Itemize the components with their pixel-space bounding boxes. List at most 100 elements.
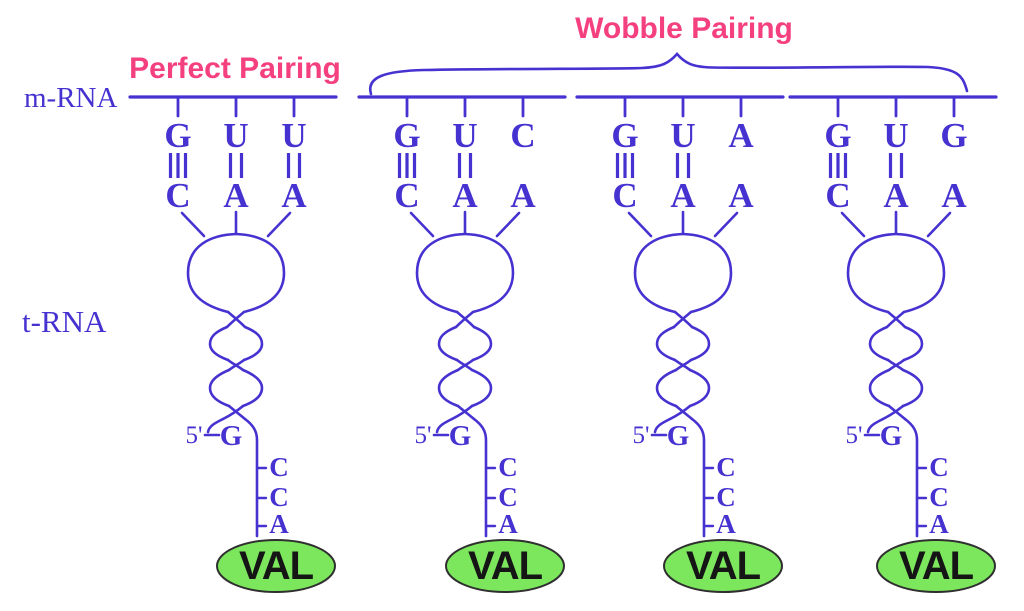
- trna-strand: [227, 358, 246, 372]
- trna-strand: [668, 404, 692, 421]
- acceptor-strand: [243, 417, 259, 538]
- amino-acid-label: VAL: [686, 544, 761, 588]
- triple-bond-icon: [412, 153, 417, 178]
- double-bond-icon: [686, 153, 691, 178]
- trna-strand: [901, 368, 924, 408]
- trna-strand: [225, 310, 246, 329]
- anticodon-base: C: [612, 176, 637, 215]
- trna-strand: [242, 325, 264, 362]
- codon-base: G: [611, 116, 638, 155]
- trna-strand: [437, 368, 460, 408]
- triple-bond-icon: [168, 153, 173, 178]
- five-prime-label: 5': [414, 422, 431, 449]
- anticodon-connector: [266, 211, 292, 238]
- trna-strand: [846, 232, 898, 314]
- codon-base: U: [281, 116, 306, 155]
- wobble-pairing-title: Wobble Pairing: [575, 12, 793, 45]
- triple-bond-icon: [615, 153, 620, 178]
- five-prime-label: 5': [632, 422, 649, 449]
- trna-strand: [881, 404, 905, 421]
- double-bond-icon: [899, 153, 904, 178]
- codon-base: U: [670, 116, 695, 155]
- anticodon-base: A: [670, 176, 696, 215]
- acceptor-base: C: [498, 482, 518, 512]
- five-prime-tail: [206, 417, 225, 434]
- acceptor-base: A: [716, 509, 736, 539]
- anticodon-connector: [495, 211, 521, 238]
- trna-strand: [234, 232, 286, 314]
- trna-strand: [471, 325, 493, 362]
- amino-acid-oval: [445, 539, 565, 593]
- codon-base: G: [824, 116, 851, 155]
- five-prime-label: 5': [185, 422, 202, 449]
- trna-strand: [456, 404, 476, 421]
- codon-base: G: [393, 116, 420, 155]
- anticodon-connector: [840, 211, 866, 238]
- acceptor-base: C: [498, 452, 518, 482]
- triple-bond-icon: [397, 153, 402, 178]
- triple-bond-icon: [623, 153, 627, 178]
- five-prime-tail: [653, 417, 672, 434]
- amino-acid-oval: [876, 539, 996, 593]
- double-bond-icon: [457, 153, 462, 178]
- trna-strand: [208, 325, 230, 362]
- anticodon-base: A: [728, 176, 754, 215]
- anticodon-base: A: [941, 176, 967, 215]
- codon-base: A: [728, 116, 754, 155]
- triple-bond-icon: [405, 153, 409, 178]
- anticodon-base: A: [883, 176, 909, 215]
- codon-base: U: [452, 116, 477, 155]
- double-bond-icon: [239, 153, 244, 178]
- trna-strand: [688, 368, 711, 408]
- acceptor-base: C: [716, 452, 736, 482]
- trna-strand: [902, 325, 924, 362]
- anticodon-connector: [180, 211, 206, 238]
- double-bond-icon: [286, 153, 291, 178]
- five-prime-base: G: [220, 420, 243, 452]
- amino-acid-label: VAL: [468, 544, 543, 588]
- trna-strand: [674, 358, 693, 372]
- trna-strand: [868, 325, 890, 362]
- double-bond-icon: [228, 153, 233, 178]
- trna-strand: [208, 368, 231, 408]
- anticodon-base: A: [223, 176, 249, 215]
- triple-bond-icon: [828, 153, 833, 178]
- trna-strand: [674, 404, 694, 421]
- anticodon-base: C: [165, 176, 190, 215]
- triple-bond-icon: [630, 153, 635, 178]
- trna-strand: [186, 232, 238, 314]
- anticodon-base: C: [825, 176, 850, 215]
- acceptor-base: C: [716, 482, 736, 512]
- double-bond-icon: [888, 153, 893, 178]
- anticodon-base: C: [394, 176, 419, 215]
- codon-base: U: [223, 116, 248, 155]
- anticodon-base: A: [281, 176, 307, 215]
- acceptor-base: C: [929, 452, 949, 482]
- double-bond-icon: [297, 153, 302, 178]
- acceptor-base: C: [269, 482, 289, 512]
- amino-acid-oval: [216, 539, 336, 593]
- anticodon-connector: [713, 211, 739, 238]
- trna-strand: [672, 310, 693, 329]
- trna-strand: [456, 358, 475, 372]
- trna-strand: [885, 310, 906, 329]
- trna-strand: [463, 232, 515, 314]
- triple-bond-icon: [843, 153, 848, 178]
- trna-strand: [415, 232, 467, 314]
- double-bond-icon: [675, 153, 680, 178]
- five-prime-tail: [435, 417, 454, 434]
- trna-strand: [887, 358, 906, 372]
- codon-base: U: [883, 116, 908, 155]
- acceptor-base: C: [929, 482, 949, 512]
- triple-bond-icon: [176, 153, 180, 178]
- acceptor-base: C: [269, 452, 289, 482]
- trna-strand: [689, 325, 711, 362]
- anticodon-connector: [409, 211, 435, 238]
- acceptor-strand: [903, 417, 919, 538]
- acceptor-base: A: [929, 509, 949, 539]
